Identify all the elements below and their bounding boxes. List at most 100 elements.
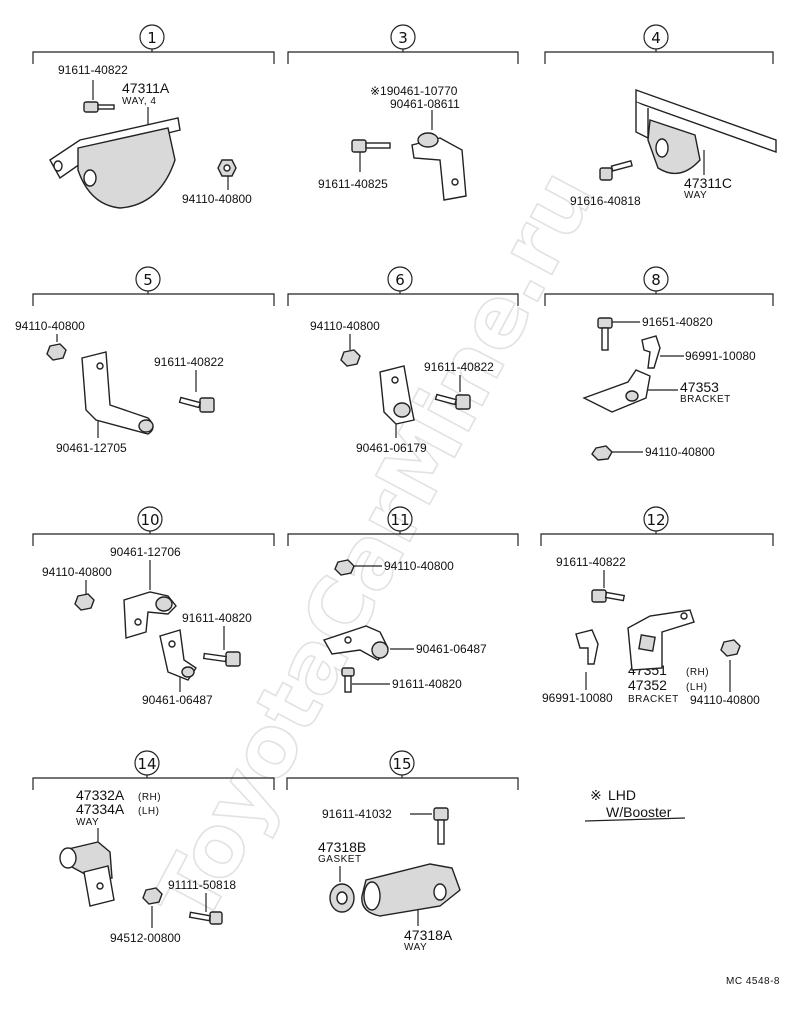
part-label: WAY <box>76 817 99 828</box>
bracket <box>582 369 651 413</box>
bolt <box>351 139 367 153</box>
group-14: 14 47332A (RH) 47334A (LH) WAY 91111-508… <box>32 750 275 945</box>
part-label: 91611-40822 <box>424 360 494 374</box>
bolt <box>199 397 215 413</box>
group-6: 6 94110-40800 91611-40822 90461-06179 <box>287 266 519 455</box>
part-label: 91611-40822 <box>556 555 626 569</box>
nut <box>142 887 163 905</box>
part-label: (RH) <box>686 667 709 678</box>
part-label: 47352 <box>628 677 667 693</box>
group-number: 15 <box>392 755 411 773</box>
part-label: 90461-08611 <box>390 97 460 111</box>
part-label: 90461-12705 <box>56 441 127 455</box>
part-label: 47334A <box>76 801 125 817</box>
group-number: 8 <box>651 271 661 289</box>
legend-underline <box>584 817 686 822</box>
bolt <box>225 651 241 667</box>
group-5: 5 94110-40800 91611-40822 90461-12705 <box>15 266 275 455</box>
part-label: 91111-50818 <box>168 878 236 892</box>
group-number: 4 <box>651 29 661 47</box>
legend-mark: ※ <box>590 787 602 803</box>
nut <box>334 559 355 576</box>
group-number: 12 <box>646 511 665 529</box>
part-label: BRACKET <box>628 694 679 705</box>
part-label: 91611-40822 <box>154 355 224 369</box>
bolt <box>597 317 613 329</box>
part-label: GASKET <box>318 854 362 865</box>
part-label: 47311A <box>122 80 170 96</box>
way-body <box>647 119 701 175</box>
bracket <box>627 609 695 671</box>
part-label: 47318A <box>404 927 453 943</box>
clip <box>641 335 661 369</box>
part-label: BRACKET <box>680 394 731 405</box>
part-label: 90461-06487 <box>142 693 213 707</box>
bolt <box>591 589 607 603</box>
part-label: 47332A <box>76 787 125 803</box>
bolt <box>599 167 613 181</box>
nut <box>720 639 741 657</box>
part-label: 91651-40820 <box>642 315 713 329</box>
group-3: 3 ※190461-10770 90461-08611 91611-40825 <box>287 24 519 201</box>
bolt-shank <box>97 104 115 110</box>
part-label: 91616-40818 <box>570 194 641 208</box>
part-label: (LH) <box>686 682 707 693</box>
nut <box>74 593 95 611</box>
legend-line-1: LHD <box>608 787 636 803</box>
part-label: 94512-00800 <box>110 931 181 945</box>
bolt <box>433 807 449 821</box>
group-number: 11 <box>390 511 409 529</box>
part-label: 96991-10080 <box>685 349 756 363</box>
part-label: 94110-40800 <box>645 445 715 459</box>
part-label: 91611-41032 <box>322 807 392 821</box>
mounting-rail <box>635 89 777 153</box>
bolt <box>209 911 223 925</box>
part-label: 94110-40800 <box>182 192 252 206</box>
part-label: (LH) <box>138 806 159 817</box>
part-label: ※190461-10770 <box>370 84 458 98</box>
part-label: 94110-40800 <box>15 319 85 333</box>
way-body <box>361 863 461 917</box>
group-1: 1 91611-40822 47311A WAY, 4 94110-40800 <box>32 24 275 209</box>
part-label: 91611-40820 <box>392 677 462 691</box>
part-label: 47318B <box>318 839 366 855</box>
part-label: WAY <box>404 942 427 953</box>
group-12: 12 91611-40822 47351 (RH) 47352 (LH) BRA… <box>540 506 774 707</box>
part-label: 90461-12706 <box>110 545 181 559</box>
group-8: 8 91651-40820 96991-10080 47353 BRACKET … <box>544 266 774 461</box>
bolt <box>341 667 355 677</box>
part-label: (RH) <box>138 792 161 803</box>
group-number: 3 <box>398 29 408 47</box>
part-label: 91611-40822 <box>58 63 128 77</box>
group-number: 5 <box>143 271 153 289</box>
group-number: 1 <box>147 29 157 47</box>
part-label: 94110-40800 <box>690 693 760 707</box>
clip <box>575 629 599 665</box>
bolt <box>455 394 471 410</box>
legend: ※ LHD W/Booster <box>584 787 686 822</box>
group-10: 10 90461-12706 94110-40800 91611-40820 9… <box>32 506 275 707</box>
nut <box>591 445 613 461</box>
part-label: 96991-10080 <box>542 691 613 705</box>
part-label: 47353 <box>680 379 719 395</box>
legend-line-2: W/Booster <box>606 804 672 820</box>
part-label: WAY, 4 <box>122 96 157 107</box>
part-label: 91611-40820 <box>182 611 252 625</box>
group-number: 10 <box>140 511 159 529</box>
part-label: 90461-06179 <box>356 441 427 455</box>
part-label: WAY <box>684 190 707 201</box>
group-number: 6 <box>395 271 405 289</box>
part-label: 90461-06487 <box>416 642 487 656</box>
way-body <box>77 127 176 209</box>
footer-code: MC 4548-8 <box>726 976 780 987</box>
part-label: 91611-40825 <box>318 177 388 191</box>
nut <box>340 349 361 367</box>
part-label: 94110-40800 <box>42 565 112 579</box>
bolt <box>83 101 99 113</box>
part-label: 94110-40800 <box>384 559 454 573</box>
nut <box>46 343 67 361</box>
bracket <box>411 137 467 201</box>
group-4: 4 91616-40818 47311C WAY <box>544 24 777 208</box>
part-label: 47311C <box>684 175 732 191</box>
